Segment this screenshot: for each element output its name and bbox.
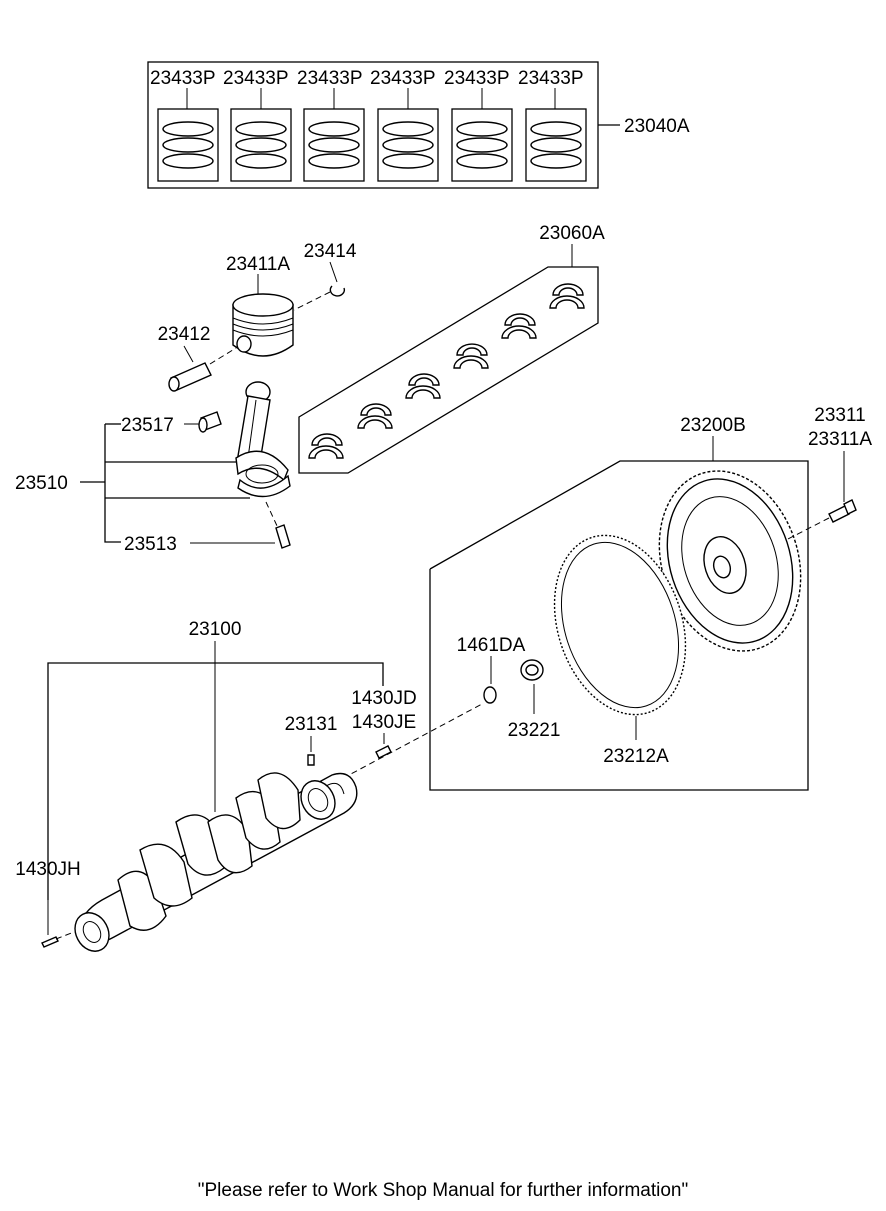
o-ring — [483, 686, 497, 704]
bearing-shells — [308, 283, 585, 459]
label-piston[interactable]: 23411A — [226, 254, 290, 275]
label-piston-ring-6[interactable]: 23433P — [518, 68, 584, 89]
label-piston-ring-set[interactable]: 23040A — [624, 116, 690, 137]
label-flywheel-bolt-alt[interactable]: 23311A — [808, 429, 872, 450]
footer-note: "Please refer to Work Shop Manual for fu… — [197, 1180, 689, 1201]
label-piston-ring-3[interactable]: 23433P — [297, 68, 363, 89]
label-small-end-bushing[interactable]: 23517 — [121, 415, 174, 436]
label-piston-ring-1[interactable]: 23433P — [150, 68, 216, 89]
piston-pin — [168, 362, 212, 392]
piston-ring-set: 23040A 23433P 23433P 23433P 23 — [147, 61, 690, 189]
label-ring-gear[interactable]: 23212A — [603, 746, 669, 767]
rear-pin — [41, 936, 59, 948]
label-flywheel-bolt[interactable]: 23311 — [814, 405, 865, 426]
piston-ring-cell-6: 23433P — [518, 68, 587, 182]
crankshaft-group: 23100 1430JD 1430JE 23131 1430JH — [15, 619, 483, 952]
label-rear-pin[interactable]: 1430JH — [15, 859, 81, 880]
flywheel-group: 23200B 23311 23311A 23212A 23221 — [429, 405, 872, 791]
ring-gear — [553, 534, 687, 716]
label-piston-ring-2[interactable]: 23433P — [223, 68, 289, 89]
label-rod-bolt[interactable]: 23513 — [124, 534, 177, 555]
label-snap-ring[interactable]: 23414 — [304, 241, 357, 262]
piston-ring-cell-2: 23433P — [223, 68, 292, 182]
label-pilot-bearing[interactable]: 23221 — [508, 720, 561, 741]
crankshaft — [74, 772, 358, 952]
crank-key — [307, 754, 315, 766]
label-crankshaft[interactable]: 23100 — [189, 619, 242, 640]
label-o-ring[interactable]: 1461DA — [457, 635, 526, 656]
piston — [232, 293, 294, 357]
label-piston-ring-5[interactable]: 23433P — [444, 68, 510, 89]
label-connecting-rod-assy[interactable]: 23510 — [15, 473, 68, 494]
label-front-pin-1[interactable]: 1430JD — [351, 688, 417, 709]
piston-ring-cell-1: 23433P — [150, 68, 219, 182]
label-front-pin-2[interactable]: 1430JE — [352, 712, 416, 733]
connecting-rod — [235, 381, 291, 498]
label-crank-key[interactable]: 23131 — [285, 714, 338, 735]
front-pin — [375, 745, 392, 759]
label-piston-ring-4[interactable]: 23433P — [370, 68, 436, 89]
rod-bolt — [265, 501, 291, 549]
flywheel-bolt — [785, 499, 857, 541]
small-end-bushing — [198, 411, 222, 433]
pilot-bearing — [520, 659, 544, 681]
piston-ring-cell-5: 23433P — [444, 68, 513, 182]
label-flywheel-assy[interactable]: 23200B — [680, 415, 746, 436]
label-piston-pin[interactable]: 23412 — [158, 324, 211, 345]
flywheel — [658, 470, 802, 652]
label-main-bearing-set[interactable]: 23060A — [539, 223, 605, 244]
piston-group: 23411A 23414 23412 — [158, 241, 357, 392]
piston-ring-cell-3: 23433P — [297, 68, 365, 182]
piston-ring-cell-4: 23433P — [370, 68, 439, 182]
main-bearing-set: 23060A — [298, 223, 605, 474]
snap-ring — [329, 285, 346, 297]
connecting-rod-group: 23510 23517 23513 — [15, 381, 291, 555]
